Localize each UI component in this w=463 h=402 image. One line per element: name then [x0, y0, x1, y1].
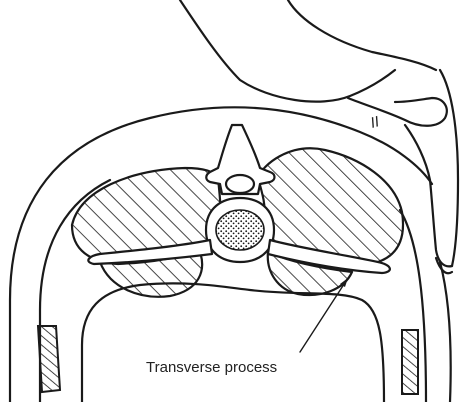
- finger-lower: [405, 125, 452, 266]
- vertebral-body-core: [216, 210, 264, 250]
- finger-mark: II: [369, 113, 381, 132]
- right-rib-section: [402, 330, 418, 394]
- thumb: [348, 98, 447, 126]
- inner-cavity-arch: [82, 283, 384, 402]
- body-outline-right: [440, 262, 451, 402]
- hand-right-edge: [440, 70, 458, 266]
- hand-palm: [288, 0, 436, 70]
- vertebral-foramen: [226, 175, 254, 193]
- transverse-process-label: Transverse process: [146, 359, 277, 376]
- left-rib-section: [38, 326, 60, 392]
- hand-outline: [180, 0, 395, 102]
